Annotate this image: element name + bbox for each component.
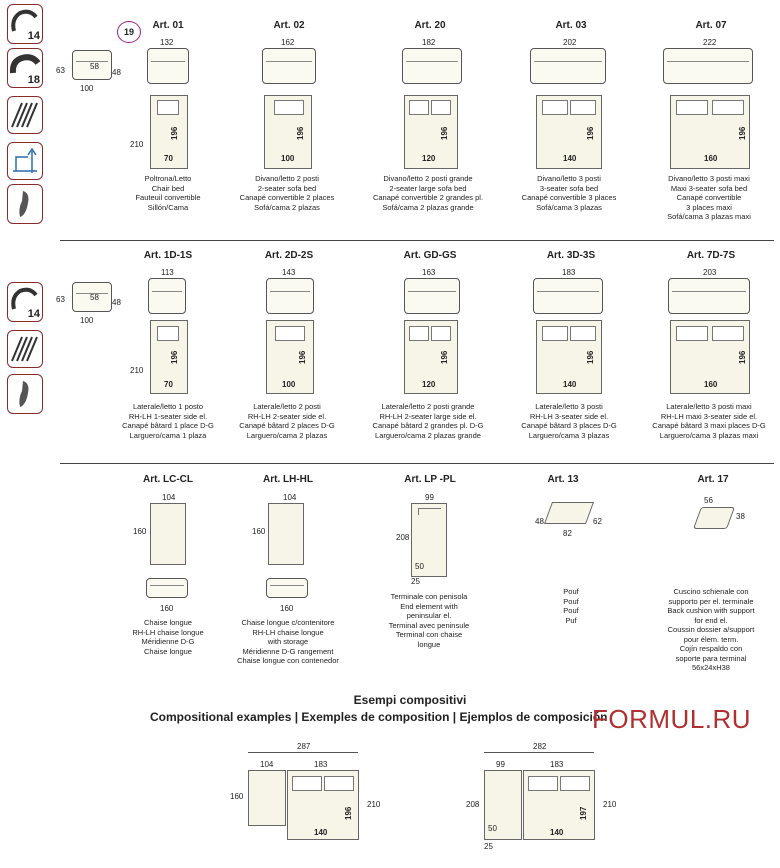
callout-badge: 19 [117,21,141,43]
examples-title: Esempi compositivi [353,693,467,707]
section-divider [60,463,774,464]
profile-height: 63 [56,66,65,75]
pouf-drawing [543,502,595,524]
cushion-icon [7,184,43,224]
profile-inner: 58 [90,62,99,71]
mattress-14-icon: 14 [7,4,43,44]
slats-icon-2 [7,330,43,368]
slats-icon [7,96,43,134]
sofa-drawing [147,48,189,84]
watermark: FORMUL.RU [592,704,752,734]
cushion-drawing [692,507,736,529]
mattress-18-icon: 18 [7,48,43,88]
section-divider [60,240,774,241]
mattress-14-icon-2: 14 [7,282,43,322]
profile-width: 100 [80,84,94,93]
cushion-icon-2 [7,374,43,414]
side-profile-drawing [72,50,112,80]
side-profile-drawing [72,282,112,312]
examples-subtitle: Compositional examples | Exemples de com… [150,710,608,724]
profile-depth: 48 [112,68,121,77]
height-adjust-icon [7,142,43,180]
